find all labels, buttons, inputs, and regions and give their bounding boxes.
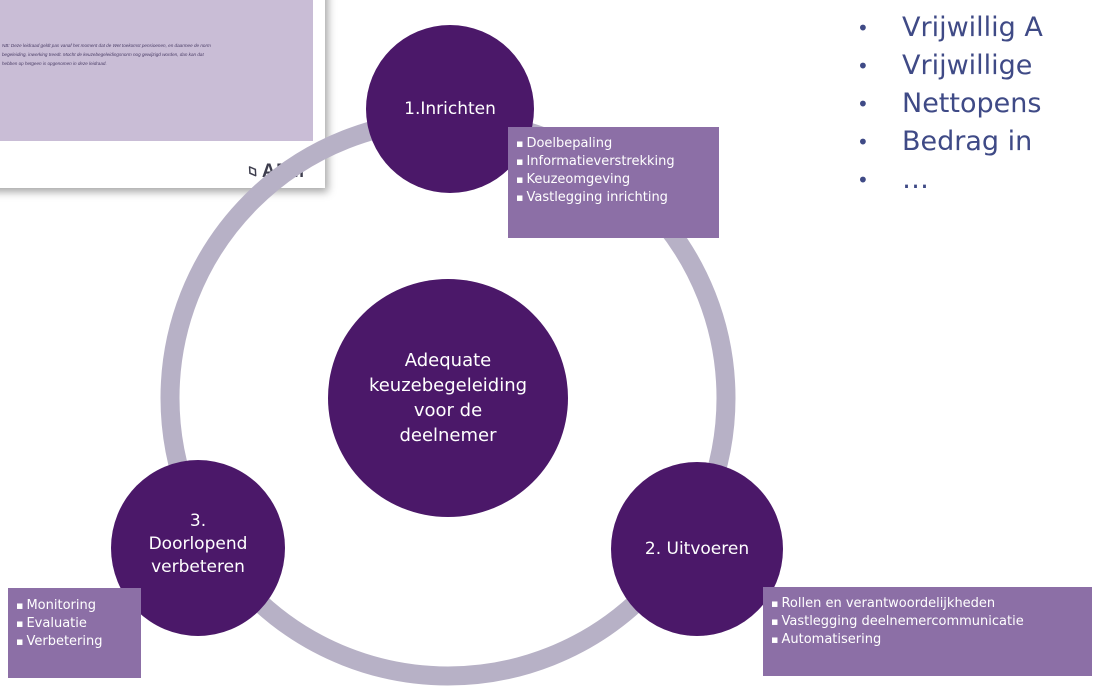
bullet-text: Vrijwillig A (902, 12, 1043, 43)
bullet-icon: • (857, 168, 869, 192)
step-2-circle: 2. Uitvoeren (611, 462, 783, 636)
step-2-item: Rollen en verantwoordelijkheden (771, 595, 1084, 613)
step-2-item: Vastlegging deelnemercommunicatie (771, 613, 1084, 631)
document-cover-panel: NB: Deze leidraad geldt pas vanaf het mo… (0, 0, 313, 141)
center-label: Adequate keuzebegeleiding voor de deelne… (369, 348, 527, 448)
step-3-item: Monitoring (16, 597, 133, 615)
bullet-icon: • (857, 54, 869, 78)
document-note-line: begeleiding, inwerking treedt. Mocht de … (2, 52, 204, 57)
bullet-text: Vrijwillige (902, 50, 1033, 81)
step-1-details: Doelbepaling Informatieverstrekking Keuz… (508, 127, 719, 238)
step-1-circle: 1.Inrichten (366, 25, 534, 193)
step-1-item: Informatieverstrekking (516, 153, 711, 171)
step-3-title-line: 3. (189, 510, 207, 531)
bullet-icon: • (857, 16, 869, 40)
step-3-item: Verbetering (16, 633, 133, 651)
center-circle: Adequate keuzebegeleiding voor de deelne… (328, 279, 568, 517)
step-1-title: 1.Inrichten (404, 99, 496, 119)
bullet-text: Nettopens (902, 88, 1042, 119)
step-1-item: Doelbepaling (516, 135, 711, 153)
bullet-text: Bedrag in (902, 126, 1033, 157)
step-3-title-line: verbeteren (151, 556, 245, 577)
step-2-title: 2. Uitvoeren (644, 539, 750, 559)
document-note-line: hebben op hetgeen is opgenomen in deze l… (2, 61, 107, 66)
center-label-line: keuzebegeleiding (368, 375, 528, 396)
step-3-title-line: Doorlopend (148, 533, 248, 554)
step-3-details: Monitoring Evaluatie Verbetering (8, 588, 141, 678)
document-note: NB: Deze leidraad geldt pas vanaf het mo… (2, 41, 302, 68)
bullet-text: … (902, 164, 929, 195)
step-2-item: Automatisering (771, 631, 1084, 649)
bullet-icon: • (857, 92, 869, 116)
bullet-icon: • (857, 130, 869, 154)
step-3-title: 3. Doorlopend verbeteren (149, 510, 248, 579)
center-label-line: voor de (413, 400, 483, 421)
step-3-item: Evaluatie (16, 615, 133, 633)
center-label-line: deelnemer (399, 425, 497, 446)
document-thumbnail: NB: Deze leidraad geldt pas vanaf het mo… (0, 0, 325, 188)
document-note-line: NB: Deze leidraad geldt pas vanaf het mo… (2, 43, 211, 48)
step-1-item: Vastlegging inrichting (516, 189, 711, 207)
step-2-details: Rollen en verantwoordelijkheden Vastlegg… (763, 587, 1092, 676)
step-1-item: Keuzeomgeving (516, 171, 711, 189)
center-label-line: Adequate (404, 350, 492, 371)
